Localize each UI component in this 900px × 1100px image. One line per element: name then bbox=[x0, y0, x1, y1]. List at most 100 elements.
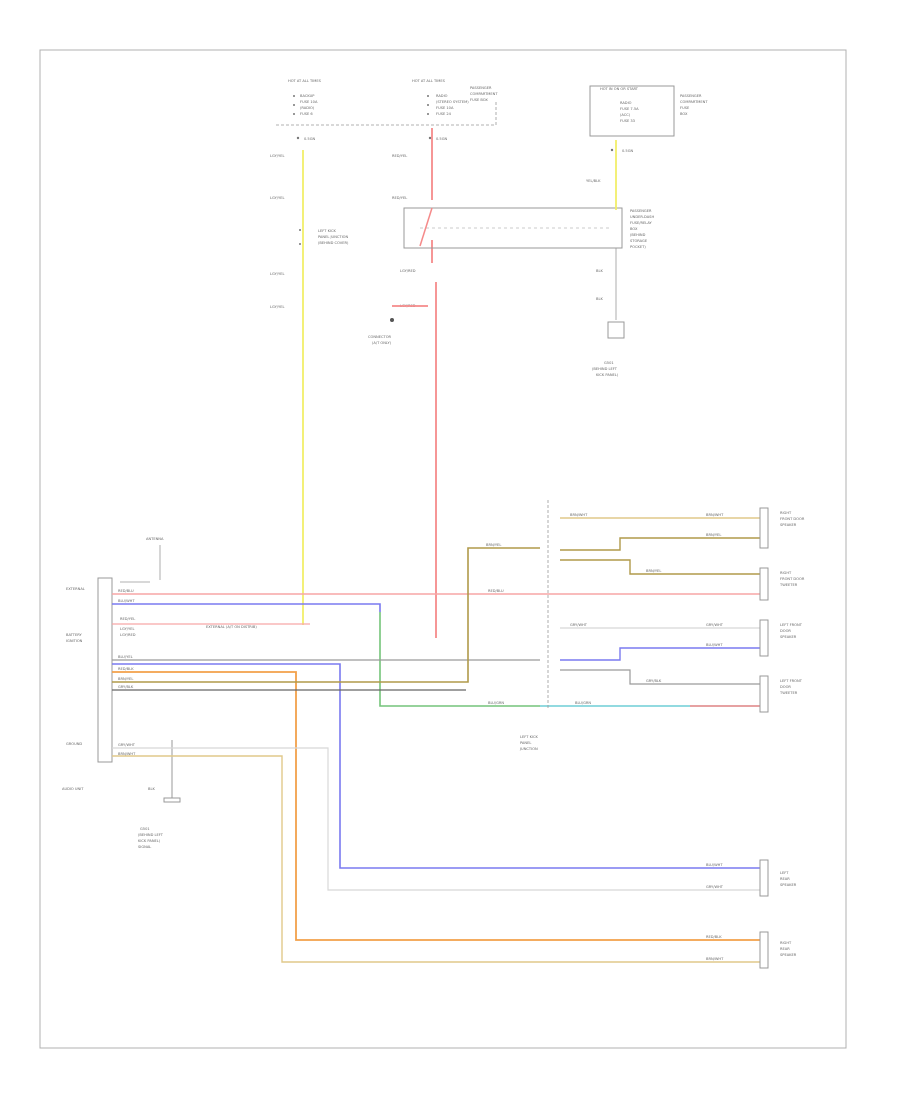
svg-text:BOX: BOX bbox=[680, 112, 688, 116]
svg-text:LGY/YEL: LGY/YEL bbox=[270, 272, 284, 276]
svg-text:RIGHT: RIGHT bbox=[780, 941, 792, 945]
svg-text:RED/BLU: RED/BLU bbox=[488, 589, 504, 593]
svg-text:IGNITION: IGNITION bbox=[66, 639, 83, 643]
svg-text:FUSE 10A: FUSE 10A bbox=[300, 100, 318, 104]
svg-text:STORAGE: STORAGE bbox=[630, 239, 648, 243]
svg-text:BLK: BLK bbox=[596, 297, 603, 301]
svg-text:BLU/GRN: BLU/GRN bbox=[488, 701, 504, 705]
svg-text:0.5GN: 0.5GN bbox=[304, 137, 316, 141]
svg-text:AUDIO UNIT: AUDIO UNIT bbox=[62, 787, 84, 791]
svg-text:GRY/WHT: GRY/WHT bbox=[706, 623, 724, 627]
svg-text:KICK PANEL): KICK PANEL) bbox=[596, 373, 619, 377]
svg-text:BRN/WHT: BRN/WHT bbox=[118, 752, 136, 756]
svg-text:BRN/WHT: BRN/WHT bbox=[570, 513, 588, 517]
svg-text:LEFT FRONT: LEFT FRONT bbox=[780, 679, 803, 683]
svg-text:RED/YEL: RED/YEL bbox=[392, 154, 407, 158]
svg-text:RED/BLU: RED/BLU bbox=[118, 589, 134, 593]
svg-text:(STEREO SYSTEM): (STEREO SYSTEM) bbox=[436, 100, 469, 104]
svg-text:LEFT FRONT: LEFT FRONT bbox=[780, 623, 803, 627]
svg-text:BLK: BLK bbox=[148, 787, 155, 791]
svg-text:BRN/YEL: BRN/YEL bbox=[646, 569, 661, 573]
speaker-rear-right: RIGHT REAR SPEAKER RED/BLK BRN/WHT bbox=[706, 931, 797, 969]
svg-text:LGY/RED: LGY/RED bbox=[120, 633, 136, 637]
svg-text:LGY/YEL: LGY/YEL bbox=[120, 627, 134, 631]
svg-text:HOT IN ON OR START: HOT IN ON OR START bbox=[600, 87, 639, 91]
svg-text:(BEHIND LEFT: (BEHIND LEFT bbox=[138, 833, 164, 837]
svg-text:LGY/YEL: LGY/YEL bbox=[270, 305, 284, 309]
svg-text:TWEETER: TWEETER bbox=[779, 583, 798, 587]
svg-text:COMPARTMENT: COMPARTMENT bbox=[470, 92, 498, 96]
svg-text:BOX: BOX bbox=[630, 227, 638, 231]
svg-text:DOOR: DOOR bbox=[780, 685, 791, 689]
speaker-rear-left: LEFT REAR SPEAKER BLU/WHT GRY/WHT bbox=[706, 859, 797, 897]
svg-text:RIGHT: RIGHT bbox=[780, 571, 792, 575]
svg-text:PASSENGER: PASSENGER bbox=[630, 209, 652, 213]
radio-output-wires: RED/BLU RED/BLU BLU/WHT RED/YEL LGY/YEL … bbox=[112, 543, 760, 963]
svg-text:GRY/BLK: GRY/BLK bbox=[646, 679, 662, 683]
svg-text:EXTERNAL (A/T ON DISTRIB): EXTERNAL (A/T ON DISTRIB) bbox=[206, 625, 257, 629]
svg-text:RADIO: RADIO bbox=[436, 94, 448, 98]
svg-text:LEFT KICK: LEFT KICK bbox=[520, 735, 539, 739]
svg-text:LEFT KICK: LEFT KICK bbox=[318, 229, 337, 233]
svg-text:(BEHIND COVER): (BEHIND COVER) bbox=[318, 241, 349, 245]
svg-text:(ACC): (ACC) bbox=[620, 113, 631, 117]
svg-text:GRY/WHT: GRY/WHT bbox=[118, 743, 136, 747]
svg-text:GRY/WHT: GRY/WHT bbox=[706, 885, 724, 889]
svg-text:HOT AT ALL TIMES: HOT AT ALL TIMES bbox=[288, 79, 322, 83]
svg-text:BRN/YEL: BRN/YEL bbox=[486, 543, 501, 547]
svg-text:(RADIO): (RADIO) bbox=[300, 106, 315, 110]
svg-text:FUSE 33: FUSE 33 bbox=[620, 119, 635, 123]
svg-text:0.5GN: 0.5GN bbox=[436, 137, 448, 141]
svg-text:PANEL: PANEL bbox=[520, 741, 531, 745]
svg-text:FUSE 24: FUSE 24 bbox=[436, 112, 452, 116]
svg-text:LGY/RED: LGY/RED bbox=[400, 269, 416, 273]
svg-text:UNDER-DASH: UNDER-DASH bbox=[630, 215, 654, 219]
svg-text:BLK: BLK bbox=[596, 269, 603, 273]
svg-text:BRN/WHT: BRN/WHT bbox=[706, 957, 724, 961]
svg-text:SPEAKER: SPEAKER bbox=[780, 883, 797, 887]
svg-text:POCKET): POCKET) bbox=[630, 245, 646, 249]
svg-text:FUSE 6: FUSE 6 bbox=[300, 112, 313, 116]
svg-text:PASSENGER: PASSENGER bbox=[470, 86, 492, 90]
svg-text:GRY/BLK: GRY/BLK bbox=[118, 685, 134, 689]
svg-text:RED/BLK: RED/BLK bbox=[118, 667, 134, 671]
svg-text:DOOR: DOOR bbox=[780, 629, 791, 633]
fuse-area-right: HOT IN ON OR START RADIO FUSE 7.5A (ACC)… bbox=[589, 85, 708, 137]
svg-text:KICK PANEL): KICK PANEL) bbox=[138, 839, 161, 843]
diagram-frame bbox=[39, 49, 847, 1049]
svg-text:FUSE 7.5A: FUSE 7.5A bbox=[620, 107, 639, 111]
svg-text:FUSE BOX: FUSE BOX bbox=[470, 98, 488, 102]
radio-connector: ANTENNA EXTERNAL BATTERY IGNITION GROUND… bbox=[62, 537, 181, 849]
svg-text:COMPARTMENT: COMPARTMENT bbox=[680, 100, 708, 104]
svg-text:BLU/YEL: BLU/YEL bbox=[118, 655, 133, 659]
svg-text:SPEAKER: SPEAKER bbox=[780, 523, 797, 527]
speaker-front-right: RIGHT FRONT DOOR SPEAKER bbox=[759, 507, 805, 549]
svg-text:BLU/WHT: BLU/WHT bbox=[706, 863, 723, 867]
svg-text:RED/BLK: RED/BLK bbox=[706, 935, 722, 939]
fuse-area-left: HOT AT ALL TIMES BACKUP FUSE 10A (RADIO)… bbox=[288, 79, 322, 116]
speaker-connector: LEFT KICK PANEL JUNCTION BRN/WHT BRN/WHT… bbox=[519, 500, 760, 751]
svg-text:SPEAKER: SPEAKER bbox=[780, 635, 797, 639]
svg-text:BRN/YEL: BRN/YEL bbox=[118, 677, 133, 681]
fuse-area-center: HOT AT ALL TIMES RADIO (STEREO SYSTEM) F… bbox=[412, 79, 498, 116]
svg-text:RADIO: RADIO bbox=[620, 101, 632, 105]
svg-text:G501: G501 bbox=[140, 827, 150, 831]
svg-text:LGY/YEL: LGY/YEL bbox=[270, 154, 284, 158]
svg-text:GROUND: GROUND bbox=[66, 742, 82, 746]
svg-text:(BEHIND LEFT: (BEHIND LEFT bbox=[592, 367, 618, 371]
svg-text:FUSE/RELAY: FUSE/RELAY bbox=[630, 221, 652, 225]
svg-text:CONNECTOR: CONNECTOR bbox=[368, 335, 392, 339]
svg-text:ANTENNA: ANTENNA bbox=[146, 537, 164, 541]
svg-text:PANEL JUNCTION: PANEL JUNCTION bbox=[318, 235, 348, 239]
svg-text:BLU/GRN: BLU/GRN bbox=[575, 701, 591, 705]
svg-text:BRN/YEL: BRN/YEL bbox=[706, 533, 721, 537]
svg-text:(A/T ONLY): (A/T ONLY) bbox=[372, 341, 392, 345]
svg-text:GRY/WHT: GRY/WHT bbox=[570, 623, 588, 627]
svg-text:REAR: REAR bbox=[780, 947, 790, 951]
svg-text:JUNCTION: JUNCTION bbox=[519, 747, 538, 751]
svg-text:(BEHIND: (BEHIND bbox=[630, 233, 646, 237]
svg-text:PASSENGER: PASSENGER bbox=[680, 94, 702, 98]
svg-text:LEFT: LEFT bbox=[780, 871, 789, 875]
wire-yellow-left: 0.5GN LGY/YEL LGY/YEL LGY/YEL LGY/YEL LE… bbox=[270, 136, 349, 625]
svg-text:0.5GN: 0.5GN bbox=[622, 149, 634, 153]
